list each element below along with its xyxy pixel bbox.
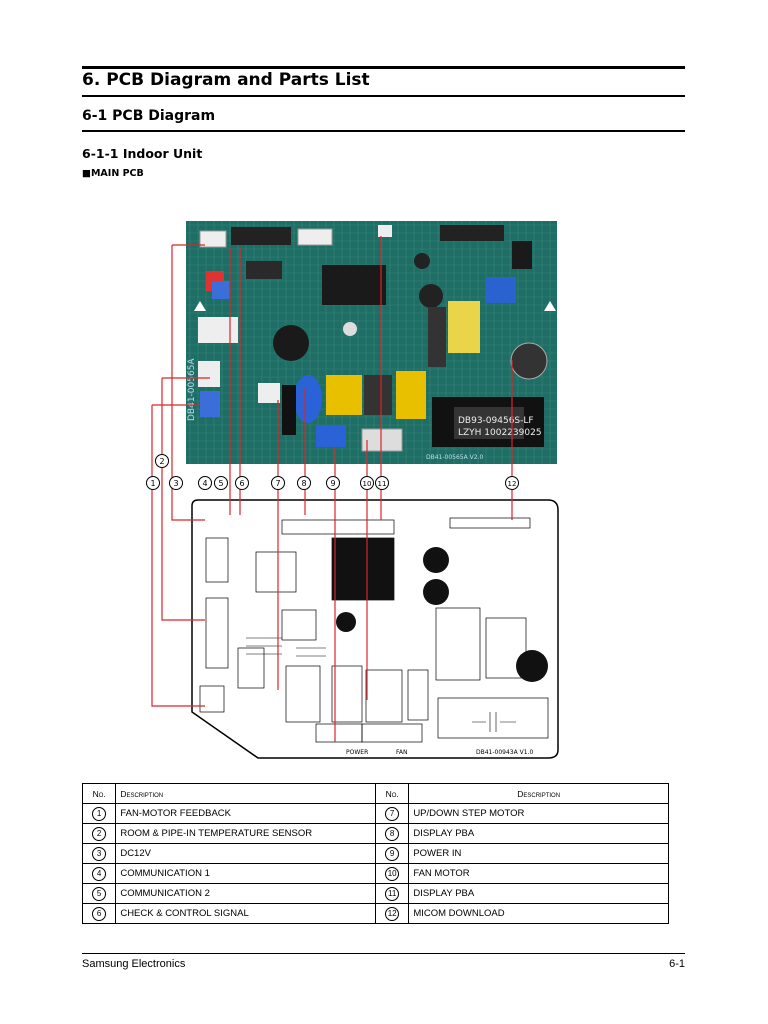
callout-5: 5 [218,479,223,488]
table-row: 2 ROOM & PIPE-IN TEMPERATURE SENSOR 8 DI… [81,823,669,844]
section-rule [82,130,685,132]
pcb-photo: DB93-09456S-LF LZYH 1002239025 DB41-0056… [186,221,557,464]
row-description: MICOM DOWNLOAD [408,903,669,924]
parts-table: No. Description No. Description 1 FAN-MO… [81,783,669,924]
callout-3: 3 [173,479,178,488]
table-row: 5 COMMUNICATION 2 11 DISPLAY PBA [81,883,669,904]
table-row: 6 CHECK & CONTROL SIGNAL 12 MICOM DOWNLO… [81,903,669,924]
chapter-title: 6. PCB Diagram and Parts List [82,70,370,90]
row-description: DISPLAY PBA [408,823,669,844]
row-description: COMMUNICATION 2 [115,883,376,904]
header-no-left: No. [81,783,117,804]
table-row: 3 DC12V 9 POWER IN [81,843,669,864]
row-description: FAN-MOTOR FEEDBACK [115,803,376,824]
row-description: ROOM & PIPE-IN TEMPERATURE SENSOR [115,823,376,844]
transformer-label-2: LZYH 1002239025 [458,428,542,438]
transformer-label-1: DB93-09456S-LF [458,416,534,426]
row-number: 1 [92,806,107,821]
header-no-right: No. [374,783,410,804]
row-description: UP/DOWN STEP MOTOR [408,803,669,824]
row-description: POWER IN [408,843,669,864]
footer-rule [82,953,685,954]
row-number: 10 [385,866,400,881]
row-number: 3 [92,846,107,861]
schematic-board-code: DB41-00943A V1.0 [476,749,533,756]
board-code-v: DB41-00565A V2.0 [426,454,483,461]
schematic-fan-label: FAN [396,749,408,756]
callout-1: 1 [150,479,155,488]
table-row: 1 FAN-MOTOR FEEDBACK 7 UP/DOWN STEP MOTO… [81,803,669,824]
footer-company: Samsung Electronics [82,958,186,970]
callout-11: 11 [378,480,387,488]
header-desc-left: Description [115,783,376,804]
board-code: DB41-00565A [187,358,197,421]
title-rule [82,95,685,97]
row-number: 11 [385,886,400,901]
callout-10: 10 [363,480,372,488]
row-description: DC12V [115,843,376,864]
pcb-schematic: POWER FAN DB41-00943A V1.0 [191,499,559,759]
row-number: 6 [92,906,107,921]
row-number: 5 [92,886,107,901]
callout-9: 9 [330,479,335,488]
top-rule [82,66,685,69]
header-desc-right: Description [408,783,669,804]
row-number: 12 [385,906,400,921]
row-number: 2 [92,826,107,841]
row-number: 7 [385,806,400,821]
callout-2: 2 [159,457,164,466]
callout-7: 7 [275,479,280,488]
subsection-title: 6-1-1 Indoor Unit [82,146,203,161]
callout-4: 4 [202,479,207,488]
callout-6: 6 [239,479,244,488]
row-number: 9 [385,846,400,861]
row-description: CHECK & CONTROL SIGNAL [115,903,376,924]
row-number: 4 [92,866,107,881]
table-header-row: No. Description No. Description [81,783,669,804]
row-description: COMMUNICATION 1 [115,863,376,884]
section-title: 6-1 PCB Diagram [82,108,216,124]
table-row: 4 COMMUNICATION 1 10 FAN MOTOR [81,863,669,884]
row-number: 8 [385,826,400,841]
callout-8: 8 [301,479,306,488]
figure-label: ■MAIN PCB [82,168,144,179]
footer-page-number: 6-1 [669,958,685,970]
callout-12: 12 [508,480,517,488]
row-description: FAN MOTOR [408,863,669,884]
row-description: DISPLAY PBA [408,883,669,904]
schematic-power-label: POWER [346,749,368,756]
